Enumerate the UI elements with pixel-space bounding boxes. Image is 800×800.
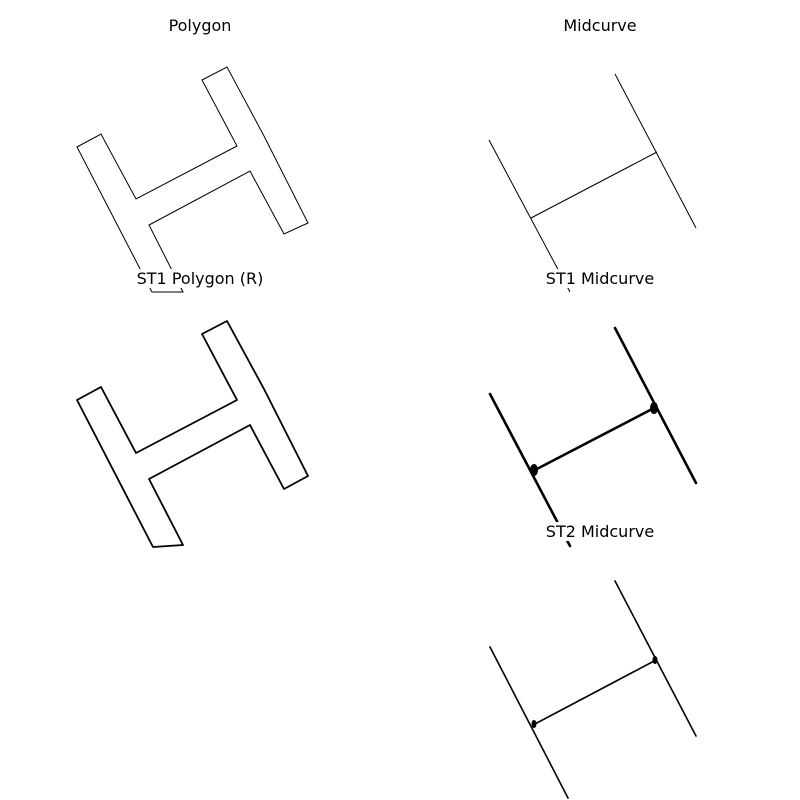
midcurve-right-stroke [614,73,697,229]
st1-midcurve-left-joint [530,464,538,476]
st1-midcurve-title-text: ST1 Midcurve [543,269,657,288]
st1-midcurve-right-joint [650,402,658,414]
panel-st1-midcurve: ST1 Midcurve [400,253,800,548]
panel-st1-polygon: ST1 Polygon (R) [0,253,400,548]
panel-polygon: Polygon [0,0,400,293]
st2-midcurve-left-joint [531,720,537,728]
st2-midcurve-svg [489,580,697,799]
st2-midcurve-left-stroke [489,646,569,799]
midcurve-crossbar [530,151,658,219]
polygon-title-text: Polygon [166,16,234,35]
st1-polygon-outline [76,320,309,548]
midcurve-title-text: Midcurve [561,16,639,35]
panel-midcurve: Midcurve [400,0,800,293]
panel-title-midcurve: Midcurve [400,16,800,36]
panel-title-st2-midcurve: ST2 Midcurve [400,522,800,542]
panel-empty [0,506,400,759]
polygon-shape-svg [76,66,309,293]
st2-midcurve-crossbar [532,659,657,726]
st1-midcurve-svg [488,326,698,548]
panel-title-polygon: Polygon [0,16,400,36]
st2-midcurve-title-text: ST2 Midcurve [543,522,657,541]
st1-polygon-svg [76,320,309,548]
st2-midcurve-right-joint [652,656,658,664]
panel-title-st1-polygon: ST1 Polygon (R) [0,269,400,289]
midcurve-left-stroke [488,139,571,293]
st1-polygon-title-text: ST1 Polygon (R) [134,269,266,288]
midcurve-svg [488,73,697,293]
st1-midcurve-crossbar [531,405,658,473]
panel-title-st1-midcurve: ST1 Midcurve [400,269,800,289]
panel-st2-midcurve: ST2 Midcurve [400,506,800,799]
